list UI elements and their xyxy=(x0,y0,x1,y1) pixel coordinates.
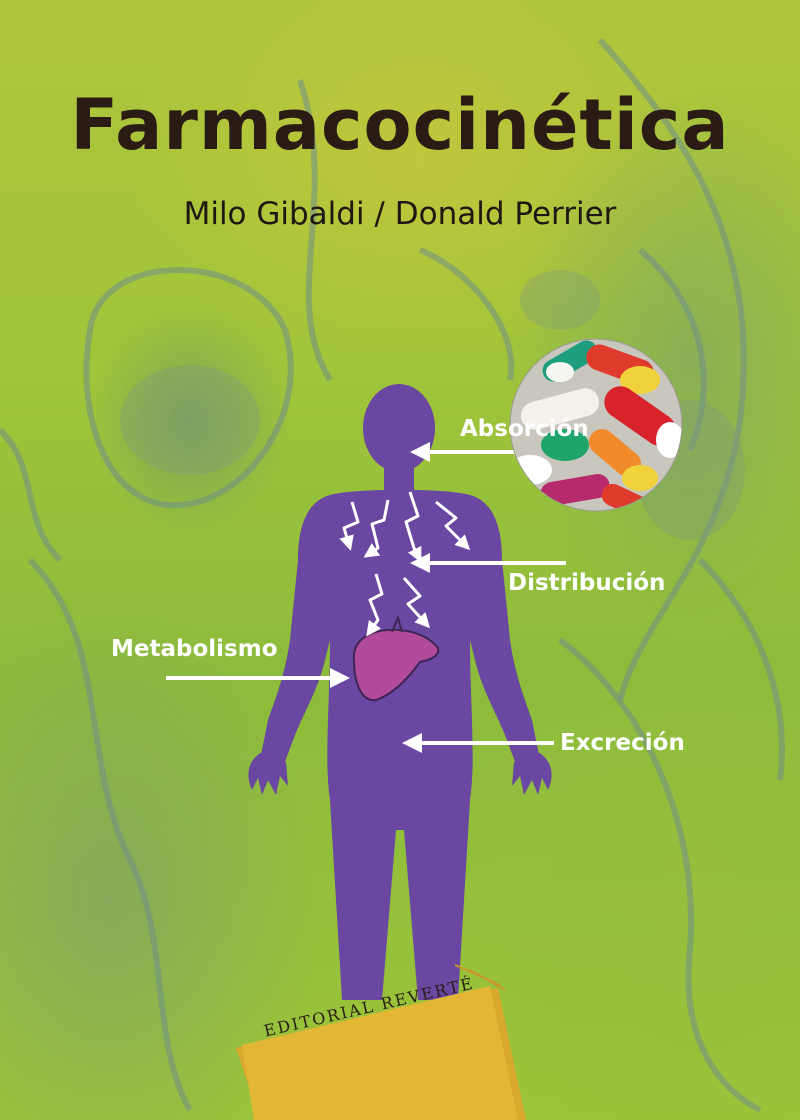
distribution-arrows xyxy=(339,491,471,637)
publisher-band xyxy=(236,964,526,1120)
liver-icon xyxy=(352,615,440,702)
label-excretion: Excreción xyxy=(560,730,685,756)
human-silhouette xyxy=(248,384,552,1000)
book-title: Farmacocinética xyxy=(70,84,730,166)
label-distribution: Distribución xyxy=(508,570,666,596)
label-absorption: Absorción xyxy=(460,416,589,442)
book-authors: Milo Gibaldi / Donald Perrier xyxy=(183,196,617,232)
label-metabolism: Metabolismo xyxy=(111,636,278,662)
pills-image xyxy=(509,338,683,512)
